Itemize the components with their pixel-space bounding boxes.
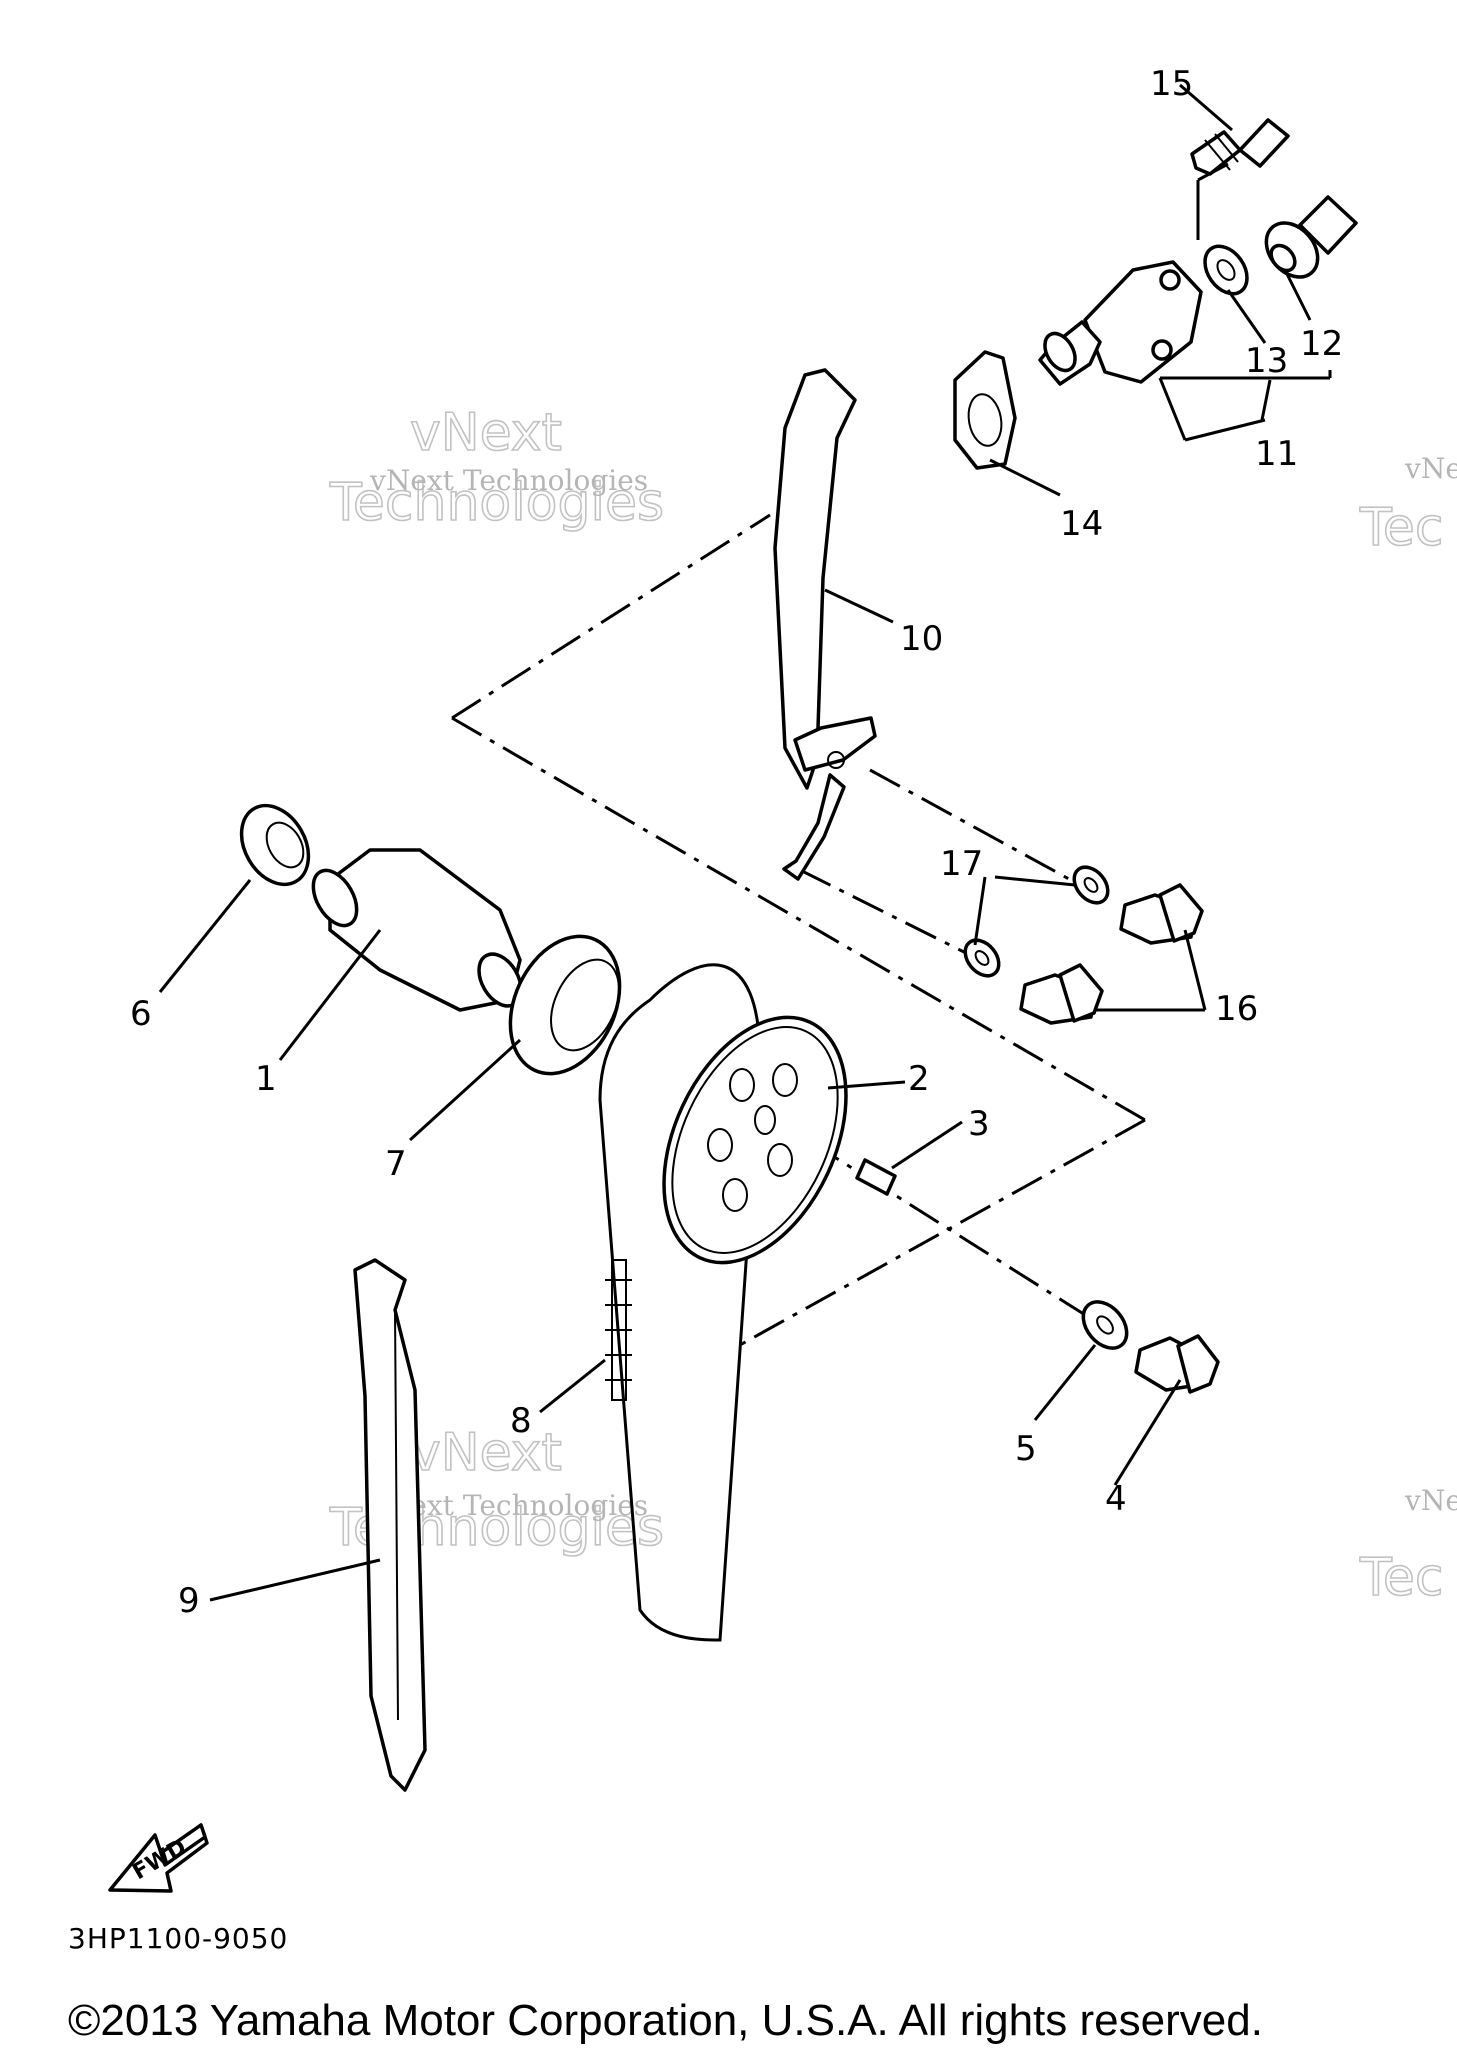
- watermark-vnext: vNext: [410, 1423, 562, 1483]
- fwd-arrow: FWD: [108, 1823, 209, 1893]
- leader-lines: [158, 83, 1332, 1602]
- label-part-6: 6: [130, 994, 152, 1034]
- part-4-bolt: [1134, 1334, 1220, 1394]
- part-15-bolt: [1190, 118, 1290, 176]
- label-part-10: 10: [900, 619, 943, 659]
- watermark-edge-big: Tec: [1359, 498, 1444, 558]
- watermark-technologies: Technologies: [329, 473, 664, 533]
- watermark-edge-top: vNe Tec: [1358, 452, 1457, 559]
- watermark-edge-big: Tec: [1359, 1548, 1444, 1608]
- assembly-centerlines: [451, 513, 1146, 1347]
- label-part-17: 17: [940, 844, 983, 884]
- label-part-12: 12: [1300, 324, 1343, 364]
- part-3-dowel-pin: [855, 1158, 897, 1196]
- part-8-cam-chain: [598, 963, 762, 1642]
- label-part-7: 7: [385, 1144, 407, 1184]
- part-9-chain-guide: [353, 1258, 427, 1792]
- label-part-14: 14: [1060, 504, 1103, 544]
- part-16-bolts: [1019, 883, 1204, 1025]
- part-1-camshaft: [311, 848, 523, 1012]
- watermark-text: vNext Technologies: [369, 464, 648, 497]
- watermark-vnext: vNext: [410, 403, 562, 463]
- part-14-gasket: [953, 350, 1017, 470]
- label-part-1: 1: [255, 1059, 277, 1099]
- label-part-11: 11: [1255, 434, 1298, 474]
- copyright-notice: ©2013 Yamaha Motor Corporation, U.S.A. A…: [68, 1996, 1263, 2045]
- label-part-5: 5: [1015, 1429, 1037, 1469]
- part-5-washer: [1081, 1300, 1129, 1350]
- diagram-code: 3HP1100-9050: [68, 1922, 288, 1955]
- watermark-top: vNext Technologies vNext Technologies: [328, 402, 665, 534]
- label-part-15: 15: [1150, 64, 1193, 104]
- part-labels: 15 12 13 11 14 10 17 16 2 3 6 1 7 8 5 4 …: [130, 64, 1343, 1621]
- watermark-edge-text: vNe: [1404, 452, 1457, 485]
- label-part-8: 8: [510, 1401, 532, 1441]
- watermark-edge-bottom: vNe Tec: [1358, 1484, 1457, 1609]
- label-part-2: 2: [908, 1059, 930, 1099]
- part-17-washers: [963, 865, 1110, 978]
- label-part-4: 4: [1105, 1479, 1127, 1519]
- part-10-chain-guide: [773, 368, 877, 881]
- label-part-16: 16: [1215, 989, 1258, 1029]
- watermark-edge-text: vNe: [1404, 1484, 1457, 1517]
- part-11-tensioner: [1038, 260, 1203, 386]
- part-7-bearing: [508, 934, 622, 1076]
- label-part-3: 3: [968, 1104, 990, 1144]
- label-part-13: 13: [1245, 341, 1288, 381]
- part-6-bearing: [239, 803, 311, 887]
- part-13-gasket: [1203, 244, 1249, 296]
- part-12-cap-bolt: [1264, 195, 1358, 279]
- label-part-9: 9: [178, 1581, 200, 1621]
- part-2-sprocket: [662, 1015, 848, 1265]
